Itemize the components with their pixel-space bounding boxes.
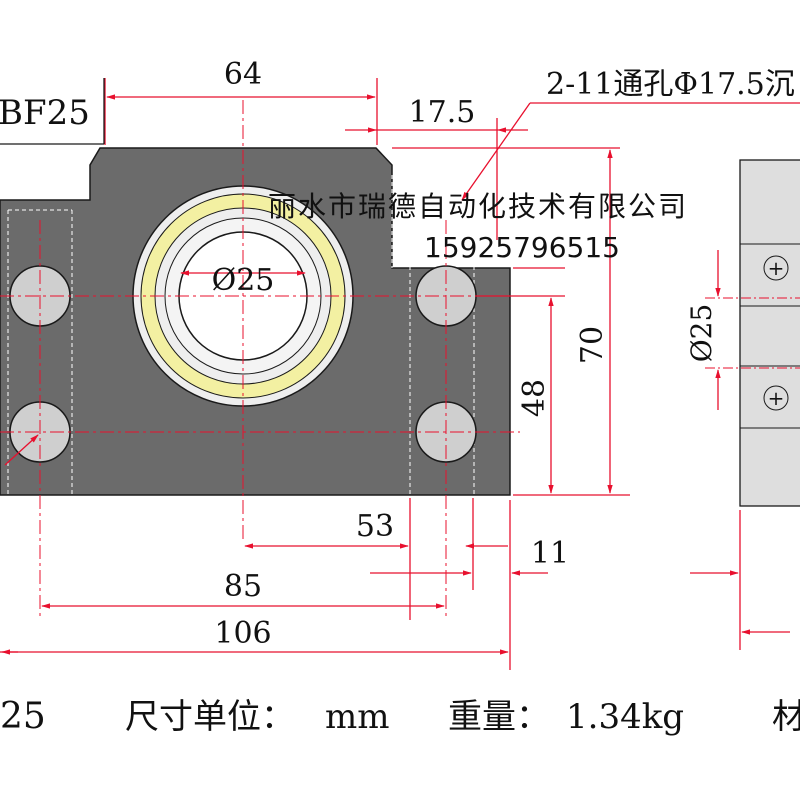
dim-bore-side: Ø25 [685,304,718,363]
dim-53: 53 [356,509,394,544]
plus-symbol-bottom: + [768,386,785,410]
hole-note: 2-11通孔Φ17.5沉 [546,67,795,102]
dim-64: 64 [224,57,262,92]
plus-symbol-top: + [768,256,785,280]
model-label: BF25 [0,93,90,133]
footer-model-tail: 25 [0,696,46,737]
center-lines [0,100,520,620]
side-view: + + [690,159,800,650]
footer-material: 材 [772,697,800,737]
footer-weight-value: 1.34kg [566,697,684,737]
dim-bore: Ø25 [212,263,275,298]
side-body [739,159,800,507]
dim-11: 11 [531,536,569,571]
dim-70: 70 [575,326,610,364]
hidden-lines [7,175,475,495]
footer-unit-label: 尺寸单位： [125,697,295,737]
footer-weight-label: 重量： [448,697,550,737]
footer-unit-value: mm [325,697,389,737]
dim-17-5: 17.5 [409,95,476,130]
dim-106: 106 [214,616,271,651]
dimensions [0,78,800,670]
dim-48: 48 [517,379,552,417]
watermark-phone: 15925796515 [424,231,620,264]
dim-85: 85 [224,569,262,604]
watermark-company: 丽水市瑞德自动化技术有限公司 [268,190,688,223]
front-view [0,100,520,620]
